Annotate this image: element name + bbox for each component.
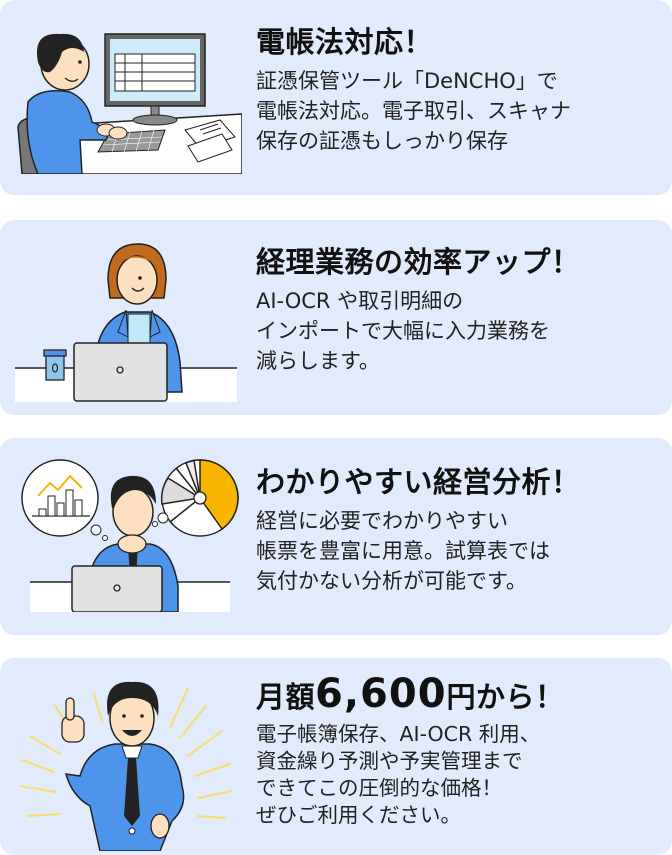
description-line: 帳票を豊富に用意。試算表では	[256, 539, 550, 563]
description-line: 資金繰り予測や予実管理まで	[256, 749, 523, 773]
description-line: 証憑保管ツール「DeNCHO」で	[256, 69, 558, 93]
feature-card-denchou: 電帳法対応！ 証憑保管ツール「DeNCHO」で 電帳法対応。電子取引、スキャナ …	[0, 0, 672, 195]
man-thumbs-up-icon	[10, 676, 245, 851]
description-line: 減らします。	[256, 349, 380, 373]
bar-chart-thought-bubble-icon	[21, 459, 108, 541]
description-line: 経営に必要でわかりやすい	[256, 509, 508, 533]
price-prefix: 月額	[256, 680, 316, 714]
card-title: 経理業務の効率アップ！	[256, 245, 581, 279]
description-line: 電子帳簿保存、AI-OCR 利用、	[256, 722, 541, 746]
card-title: わかりやすい経営分析！	[256, 465, 581, 499]
price-headline: 月額6,600円から！	[256, 672, 664, 719]
woman-with-laptop-icon	[10, 242, 242, 402]
card-description: AI-OCR や取引明細の インポートで大幅に入力業務を 減らします。	[256, 286, 664, 376]
man-at-desktop-computer-icon	[10, 22, 242, 174]
card-description: 経営に必要でわかりやすい 帳票を豊富に用意。試算表では 気付かない分析が可能です…	[256, 506, 664, 596]
description-line: AI-OCR や取引明細の	[256, 289, 464, 313]
feature-card-efficiency: 経理業務の効率アップ！ AI-OCR や取引明細の インポートで大幅に入力業務を…	[0, 220, 672, 415]
description-line: 電帳法対応。電子取引、スキャナ	[256, 99, 571, 123]
description-line: 気付かない分析が可能です。	[256, 569, 527, 593]
description-line: インポートで大幅に入力業務を	[256, 319, 550, 343]
man-thinking-charts-icon	[10, 456, 245, 612]
description-line: ぜひご利用ください。	[256, 803, 461, 827]
pricing-card: 月額6,600円から！ 電子帳簿保存、AI-OCR 利用、 資金繰り予測や予実管…	[0, 658, 672, 855]
feature-card-analysis: わかりやすい経営分析！ 経営に必要でわかりやすい 帳票を豊富に用意。試算表では …	[0, 438, 672, 635]
description-line: 保存の証憑もしっかり保存	[256, 129, 508, 153]
pie-chart-thought-bubble-icon	[152, 459, 239, 537]
card-description: 証憑保管ツール「DeNCHO」で 電帳法対応。電子取引、スキャナ 保存の証憑もし…	[256, 66, 664, 156]
description-line: できてこの圧倒的な価格！	[256, 776, 502, 800]
price-amount: 6,600	[315, 671, 447, 717]
card-description: 電子帳簿保存、AI-OCR 利用、 資金繰り予測や予実管理まで できてこの圧倒的…	[256, 721, 664, 829]
card-title: 電帳法対応！	[256, 25, 434, 59]
price-suffix: 円から！	[446, 680, 565, 714]
